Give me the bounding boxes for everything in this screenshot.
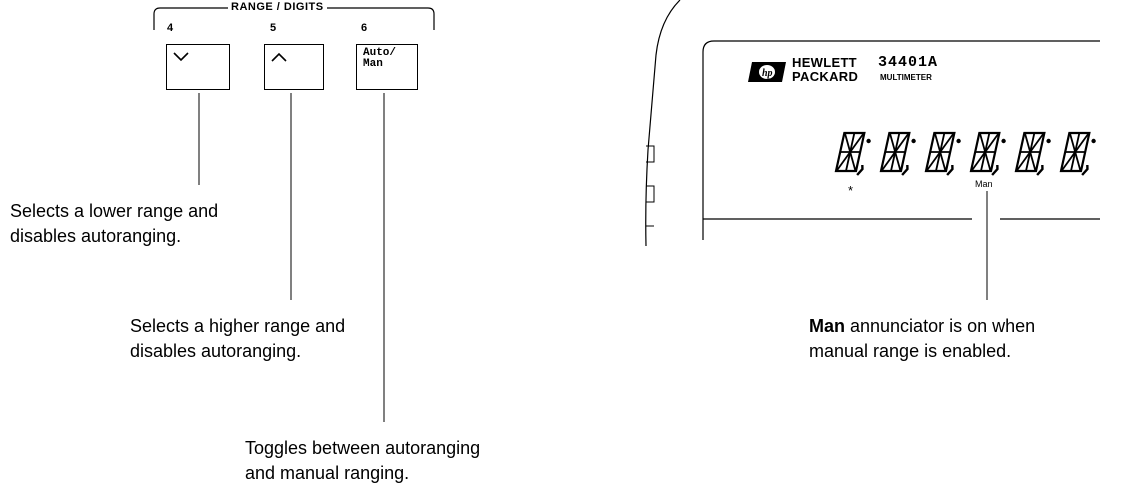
callout-man-bold: Man xyxy=(809,316,845,336)
range-down-button[interactable] xyxy=(166,44,230,90)
annunciator-man: Man xyxy=(975,179,993,189)
model-subtitle: MULTIMETER xyxy=(880,73,932,82)
callout-auto-toggle: Toggles between autoranging and manual r… xyxy=(245,438,481,483)
range-up-button[interactable] xyxy=(264,44,324,90)
display-digit xyxy=(879,131,916,176)
display-frame xyxy=(702,40,1100,240)
key-number-6: 6 xyxy=(361,22,368,34)
display-digit xyxy=(1059,131,1096,176)
annunciator-star: * xyxy=(848,183,854,198)
bezel-notch xyxy=(646,185,655,203)
instrument-bezel xyxy=(645,0,681,247)
display-digit xyxy=(969,131,1006,176)
hp-logo-text: hp xyxy=(762,68,773,79)
chevron-up-icon xyxy=(271,52,287,62)
callout-man-rest: annunciator is on when manual range is e… xyxy=(809,316,1036,361)
key-number-4: 4 xyxy=(167,22,174,34)
display-digits xyxy=(834,131,1096,176)
model-number: 34401A xyxy=(878,54,939,71)
auto-man-label: Auto/ Man xyxy=(363,47,397,70)
callout-lower-range: Selects a lower range and disables autor… xyxy=(10,201,219,246)
brand-line1: HEWLETT xyxy=(792,55,857,70)
hp-logo: hp xyxy=(748,62,786,82)
callout-man-annunciator: Man annunciator is on when manual range … xyxy=(809,314,1035,364)
key-number-5: 5 xyxy=(270,22,277,34)
auto-man-button[interactable]: Auto/ Man xyxy=(356,44,418,90)
chevron-down-icon xyxy=(173,52,189,62)
callout-higher-range: Selects a higher range and disables auto… xyxy=(130,316,346,361)
display-digit xyxy=(924,131,961,176)
group-label: RANGE / DIGITS xyxy=(228,1,327,13)
display-digit xyxy=(834,131,871,176)
brand-line2: PACKARD xyxy=(792,69,859,84)
bezel-notch xyxy=(646,145,655,163)
display-digit xyxy=(1014,131,1051,176)
